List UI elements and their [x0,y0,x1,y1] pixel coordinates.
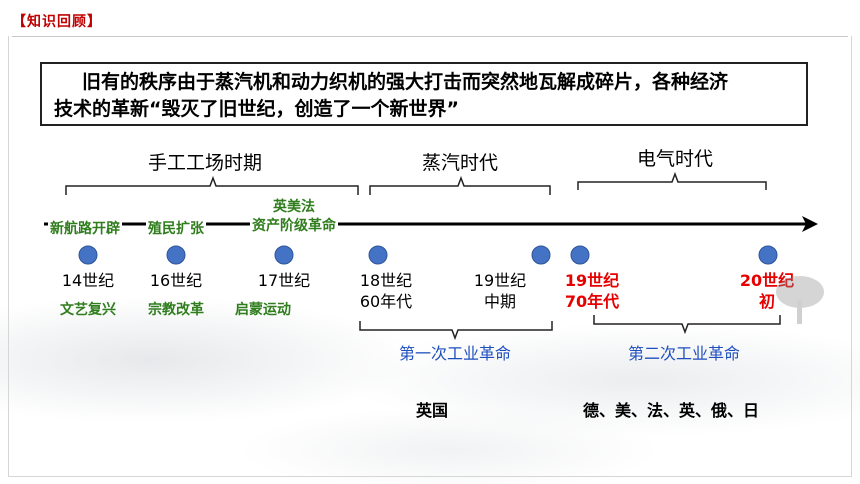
period-electric: 电气时代 [636,148,713,170]
period-steam: 蒸汽时代 [421,152,498,174]
node-20c [758,245,778,265]
node-19c-mid [531,245,551,265]
slide-frame [8,36,852,477]
event-revolution-line-1: 英美法 [273,199,315,215]
label-19c-mid-line-2: 中期 [483,292,516,311]
brace-electric [577,171,767,190]
label-19c-mid-line-1: 19世纪 [473,271,527,290]
quote-box: 旧有的秩序由于蒸汽机和动力织机的强大打击而突然地瓦解成碎片，各种经济 技术的革新… [40,62,808,126]
countries-second: 德、美、法、英、俄、日 [583,401,760,420]
node-17c [274,245,294,265]
brace-manual [65,175,359,195]
tree-icon [776,276,824,324]
header-rule [12,36,848,37]
node-18c [368,245,388,265]
brace-steam [369,175,551,195]
section-tag: 【知识回顾】 [12,14,102,30]
event-enlightenment: 启蒙运动 [235,302,291,318]
label-20c-early: 20世纪 初 [735,270,799,312]
first-industrial-revolution: 第一次工业革命 [398,344,511,363]
label-18c-line-2: 60年代 [359,292,413,311]
label-14c: 14世纪 [61,271,115,290]
event-new-routes: 新航路开辟 [48,217,122,239]
node-14c [78,245,98,265]
label-18c-line-1: 18世纪 [359,271,413,290]
event-bourgeois-revolution: 英美法 资产阶级革命 [250,197,338,237]
label-19c-70s-line-1: 19世纪 [564,271,620,290]
background-haze [0,150,860,484]
label-17c: 17世纪 [257,271,311,290]
brace-first-revolution [359,321,553,341]
label-20c-line-1: 20世纪 [739,271,795,290]
event-renaissance: 文艺复兴 [60,302,116,318]
label-16c: 16世纪 [149,271,203,290]
node-16c [166,245,186,265]
label-18c-60s: 18世纪 60年代 [356,270,416,312]
label-19c-mid: 19世纪 中期 [468,270,532,312]
event-colonial: 殖民扩张 [146,217,206,239]
quote-line-1: 旧有的秩序由于蒸汽机和动力织机的强大打击而突然地瓦解成碎片，各种经济 [82,71,729,93]
countries-first: 英国 [416,401,449,420]
event-reformation: 宗教改革 [148,302,204,318]
node-19c-70s [570,245,590,265]
second-industrial-revolution: 第二次工业革命 [627,344,740,363]
brace-second-revolution [593,315,781,335]
label-20c-line-2: 初 [758,292,775,311]
timeline-arrowhead [802,216,818,232]
period-manual: 手工工场时期 [147,152,262,174]
label-19c-70s: 19世纪 70年代 [560,270,624,312]
label-19c-70s-line-2: 70年代 [564,292,620,311]
quote-line-2: 技术的革新“毁灭了旧世纪，创造了一个新世界” [54,98,459,120]
event-revolution-line-2: 资产阶级革命 [252,218,336,234]
